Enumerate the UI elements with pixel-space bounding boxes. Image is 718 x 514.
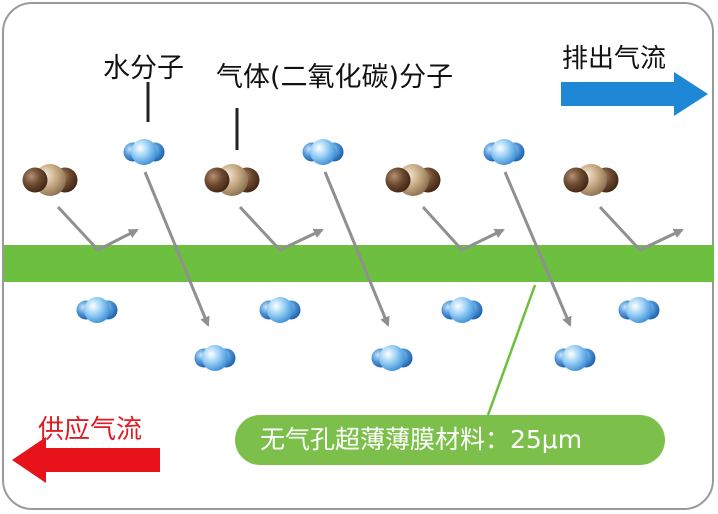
water-molecule-label: 水分子 (103, 53, 184, 84)
water-molecule-icon (441, 297, 483, 323)
water-molecule-icon (259, 297, 301, 323)
supply-arrow-icon (12, 437, 160, 483)
gas-path-arrow (421, 205, 505, 252)
water-molecule-icon (483, 139, 525, 165)
water-path-arrow (143, 171, 210, 327)
water-molecule-icon (123, 139, 165, 165)
co2-molecule-icon (204, 164, 260, 196)
exhaust-flow-label: 排出气流 (562, 44, 667, 74)
gas-molecule-label: 气体(二氧化碳)分子 (216, 62, 454, 93)
co2-molecule-icon (385, 164, 441, 196)
water-molecule-icon (194, 345, 236, 371)
membrane-pointer-line (486, 284, 537, 416)
membrane-band (4, 245, 714, 282)
gas-path-arrow (56, 205, 139, 252)
co2-molecule-icon (22, 164, 78, 196)
gas-reflection-arrows (56, 205, 684, 252)
membrane-label-pill (235, 415, 665, 465)
water-path-arrow (503, 171, 572, 327)
water-permeation-arrows (143, 171, 572, 327)
gas-path-arrow (238, 205, 324, 252)
water-molecule-icon (371, 345, 413, 371)
membrane-material-label: 无气孔超薄薄膜材料：25μm (260, 425, 583, 454)
exhaust-arrow-icon (561, 72, 708, 116)
gas-path-arrow (598, 205, 684, 252)
water-molecule-icon (554, 345, 596, 371)
water-molecule-icon (302, 139, 344, 165)
water-molecule-icon (76, 297, 118, 323)
water-molecule-icon (618, 297, 660, 323)
co2-molecule-icon (563, 164, 619, 196)
water-path-arrow (323, 171, 390, 327)
supply-flow-label: 供应气流 (38, 415, 143, 445)
